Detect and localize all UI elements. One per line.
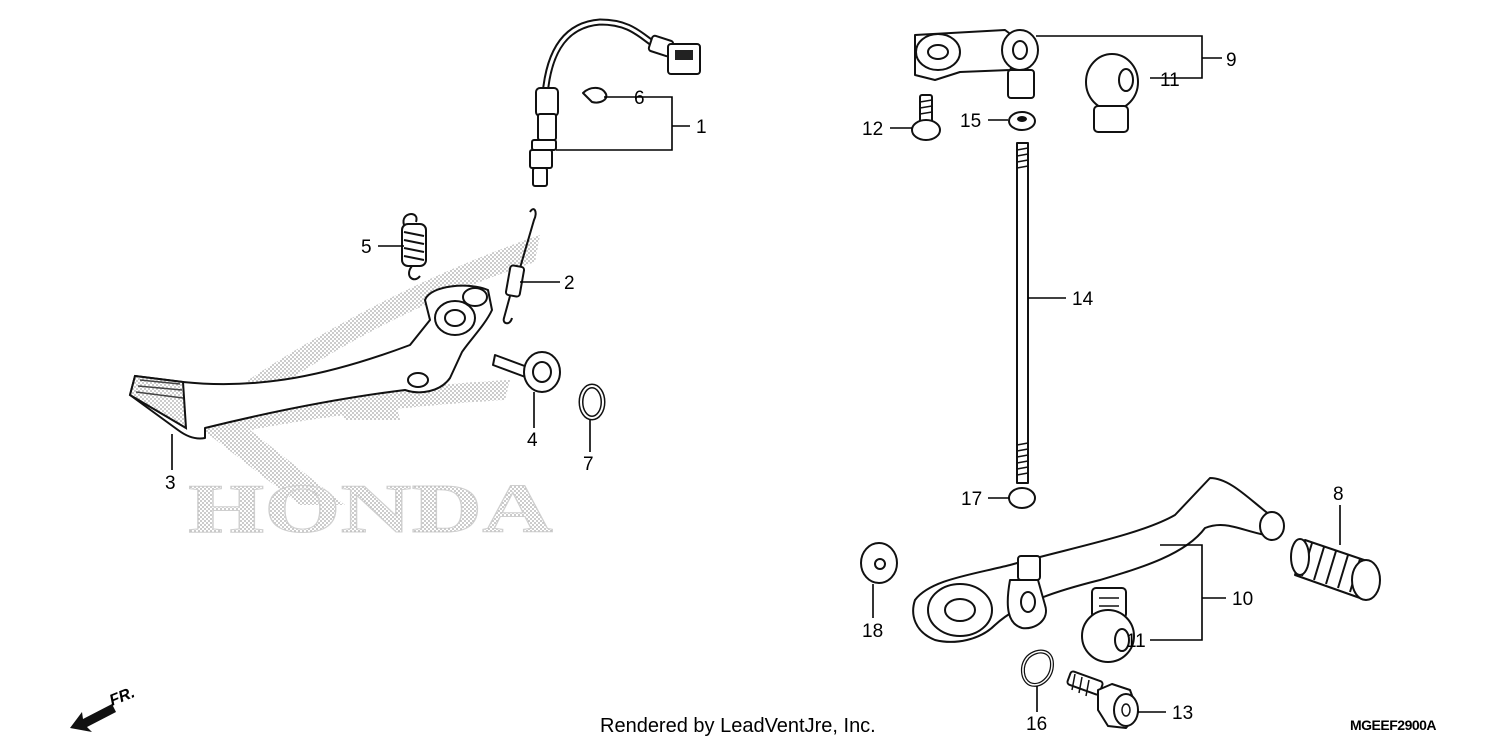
part-14-tie-rod [1016,142,1029,484]
part-11-ball-joint-upper [1085,53,1139,133]
callout-17: 17 [961,489,982,510]
callout-1: 1 [696,117,707,138]
front-direction-label: FR. [107,684,137,709]
callout-6: 6 [634,88,645,109]
part-9-shift-arm [914,29,1039,99]
part-18-washer [860,542,898,584]
part-11-ball-joint-lower [1081,587,1135,663]
callout-2: 2 [564,273,575,294]
part-3-brake-pedal [128,284,493,440]
part-15-nut [1008,111,1036,131]
callout-3: 3 [165,473,176,494]
callout-11-lower: 11 [1126,631,1146,652]
part-7-snap-ring [578,383,606,421]
part-1-switch [529,18,701,187]
front-arrow-icon [70,704,116,732]
watermark-brand-text: HONDA [188,471,554,548]
part-12-bolt [911,94,941,141]
front-direction-indicator: FR. [70,684,137,732]
callout-15: 15 [960,111,981,132]
part-6-clip [582,86,608,104]
callout-8: 8 [1333,484,1344,505]
callout-11-upper: 11 [1160,70,1180,91]
leader-lines [171,35,1341,713]
diagram-code: MGEEF2900A [1350,717,1436,733]
callout-labels: 1 2 3 4 5 6 7 8 9 10 11 11 12 13 14 15 1… [165,50,1344,735]
callout-5: 5 [361,237,372,258]
part-8-pedal-rubber [1290,538,1381,601]
part-5-spring [401,213,427,281]
callout-10: 10 [1232,589,1253,610]
part-16-washer [1021,649,1055,687]
callout-7: 7 [583,454,594,475]
callout-18: 18 [862,621,883,642]
callout-14: 14 [1072,289,1094,310]
callout-16: 16 [1026,714,1047,735]
callout-4: 4 [527,430,538,451]
callout-13: 13 [1172,703,1193,724]
part-17-nut [1008,487,1036,509]
part-13-pivot-bolt [1066,670,1139,729]
callout-9: 9 [1226,50,1237,71]
part-10-shift-pedal [912,477,1285,643]
part-4-pivot-bolt [492,351,561,393]
callout-12: 12 [862,119,883,140]
honda-watermark: HONDA [188,235,554,549]
render-credit: Rendered by LeadVentJre, Inc. [600,715,876,737]
